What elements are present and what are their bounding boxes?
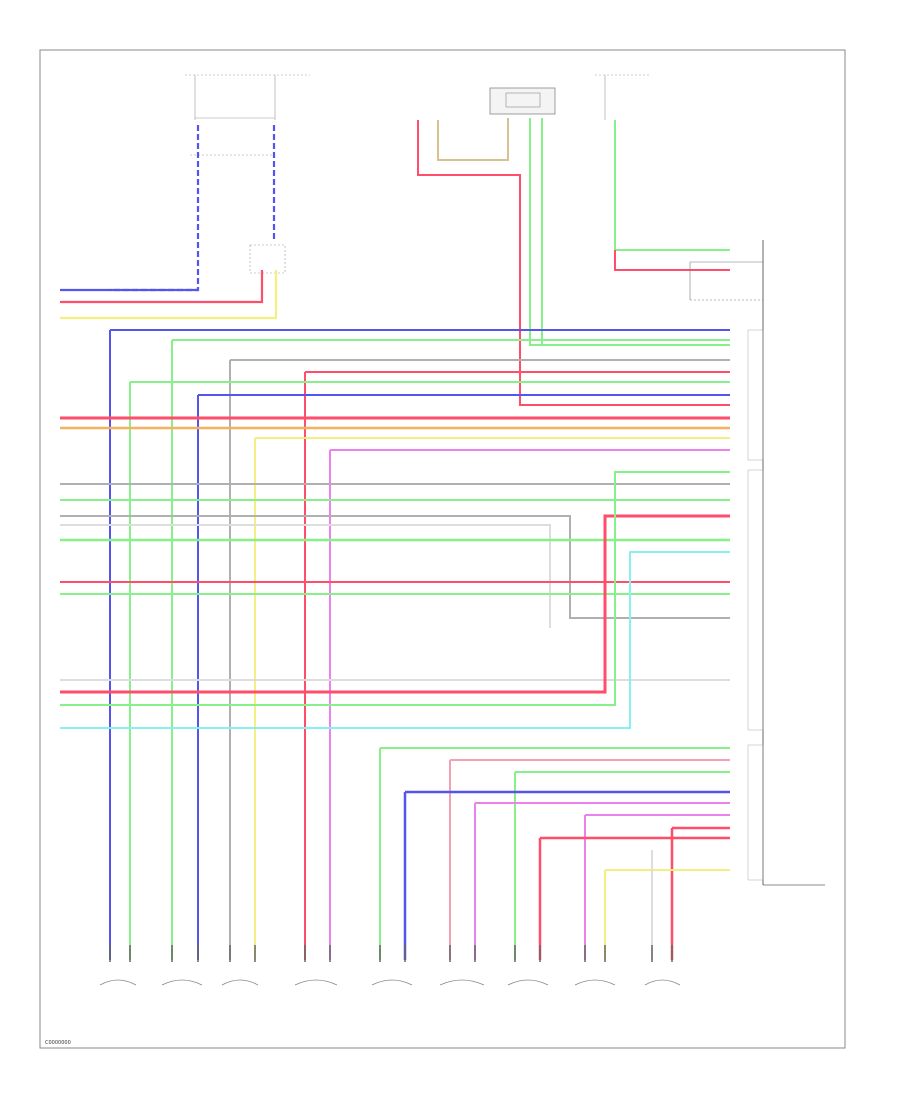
speaker-5: [371, 979, 413, 986]
speaker-terminals: [109, 945, 673, 962]
speaker-4: [294, 979, 338, 986]
speaker-7: [507, 979, 549, 986]
footer-code: C0000000: [45, 1040, 71, 1046]
speaker-6: [439, 979, 485, 986]
top-fuse-block: [185, 74, 650, 274]
speaker-1: [99, 979, 137, 986]
harness-wires: [60, 329, 730, 960]
speaker-9: [644, 979, 681, 986]
top-vertical-wires: [60, 125, 278, 320]
lower-speaker-leads: [379, 747, 730, 960]
stereo-unit-connector: [689, 240, 825, 886]
speaker-row: [99, 979, 681, 986]
diagram-frame: [39, 49, 846, 1049]
top-speaker-leads: [417, 118, 730, 406]
speaker-2: [161, 979, 203, 986]
speaker-3: [221, 979, 259, 986]
front-speaker-connector-top: [489, 87, 556, 115]
speaker-8: [574, 979, 616, 986]
